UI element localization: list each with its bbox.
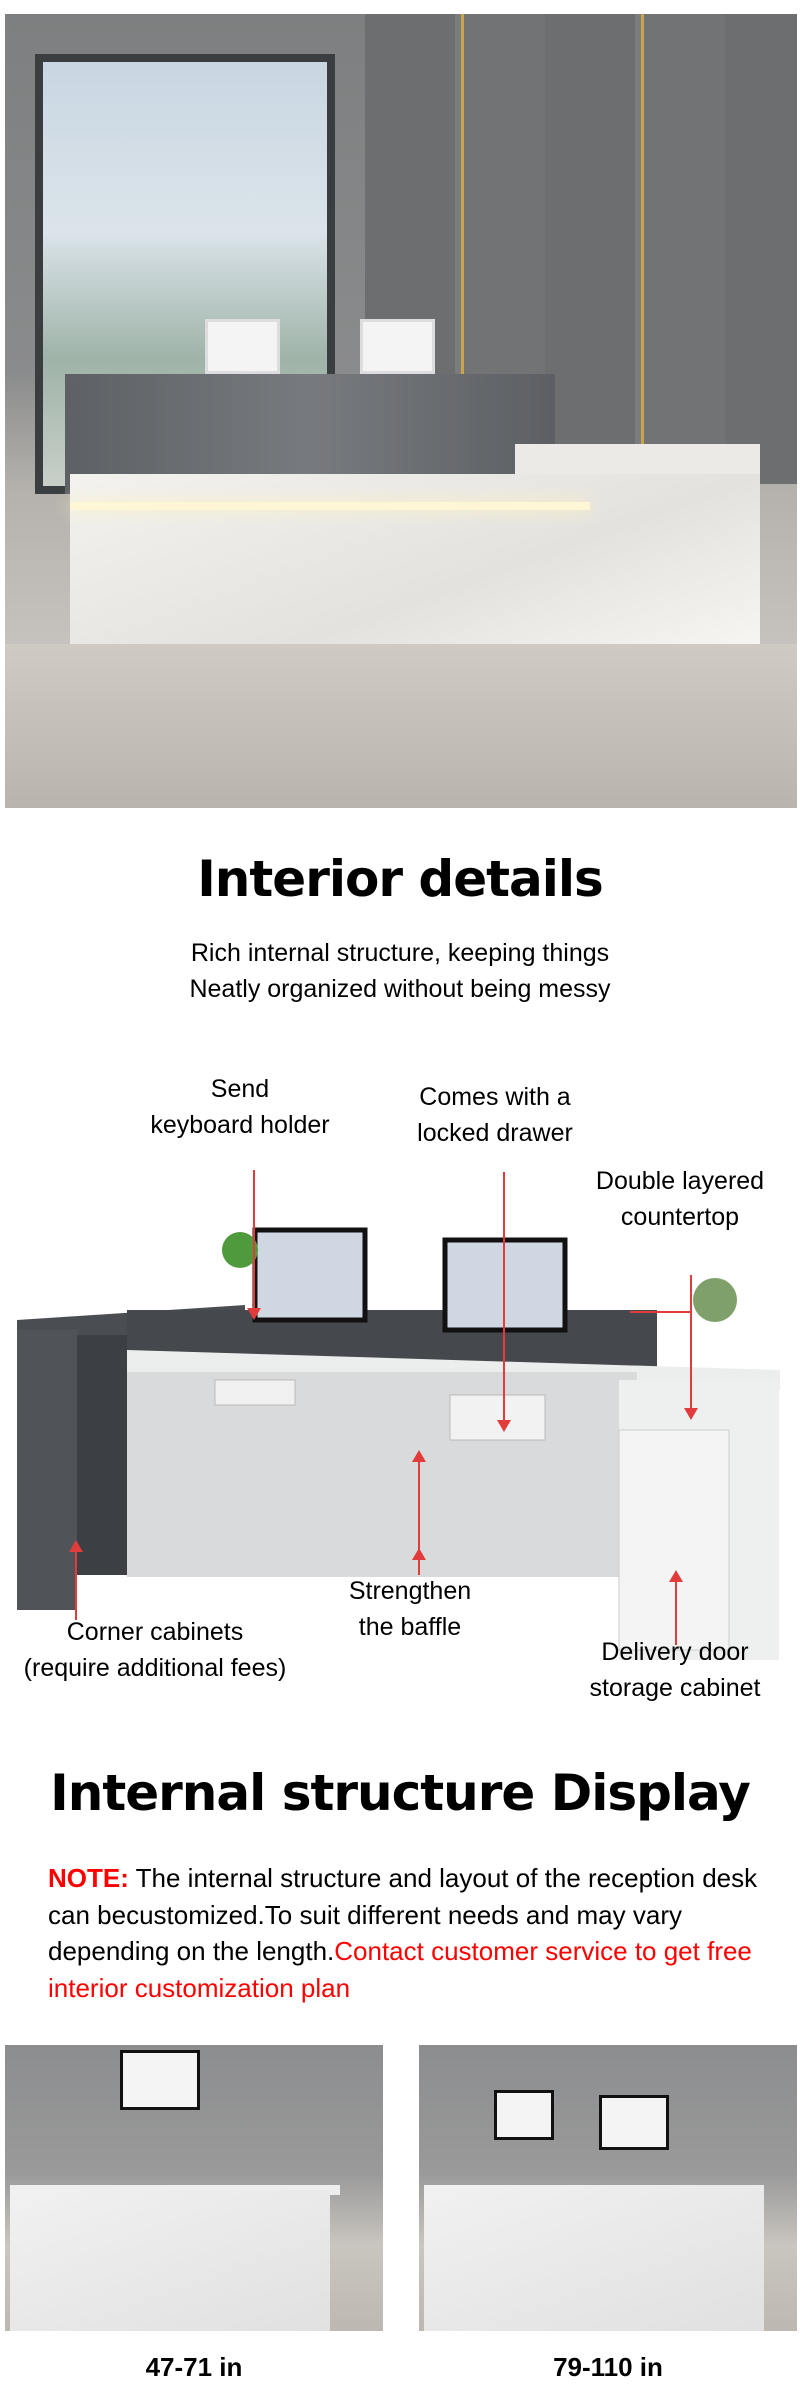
monitor <box>360 319 435 374</box>
keyboard-arrow <box>247 1170 261 1320</box>
label-drawer-2: locked drawer <box>417 1119 573 1147</box>
label-countertop-1: Double layered <box>595 1167 765 1195</box>
label-keyboard-1: Send <box>210 1075 270 1103</box>
size-caption-small: 47-71 in <box>145 2352 243 2382</box>
label-baffle-1: Strengthen <box>348 1577 472 1605</box>
floor <box>5 644 797 808</box>
label-corner-2: (require additional fees) <box>23 1654 287 1682</box>
size-photo-small <box>5 2045 383 2331</box>
note-cta: Contact customer service to get free int… <box>48 1936 752 2003</box>
countertop-arrow-horizontal <box>630 1311 690 1313</box>
note-text: The internal structure and layout of the… <box>48 1863 758 1966</box>
interior-title: Interior details <box>197 850 604 908</box>
label-delivery-1: Delivery door <box>601 1638 749 1666</box>
label-delivery-2: storage cabinet <box>589 1674 761 1702</box>
label-countertop-2: countertop <box>620 1203 740 1231</box>
countertop-arrow <box>684 1275 698 1420</box>
label-corner-1: Corner cabinets <box>66 1618 244 1646</box>
corner-cabinet <box>17 1330 77 1610</box>
size-caption-large: 79-110 in <box>553 2352 663 2382</box>
delivery-arrow <box>669 1570 683 1645</box>
drawer-arrow <box>497 1172 511 1432</box>
note-label: NOTE: <box>48 1863 129 1893</box>
led-strip <box>70 502 590 510</box>
label-keyboard-2: keyboard holder <box>150 1111 330 1139</box>
keyboard-tray <box>214 1379 296 1406</box>
baffle-arrow <box>412 1450 426 1575</box>
label-drawer-1: Comes with a <box>419 1083 571 1111</box>
structure-title: Internal structure Display <box>50 1764 751 1822</box>
hero-product-photo <box>5 14 797 808</box>
interior-subtitle-2: Neatly organized without being messy <box>189 975 611 1003</box>
white-marble-counter <box>70 474 760 644</box>
size-photo-large <box>419 2045 797 2331</box>
interior-subtitle-1: Rich internal structure, keeping things <box>190 939 610 967</box>
locked-drawer <box>449 1394 546 1441</box>
desk-illustration <box>17 1227 780 1660</box>
monitor <box>205 319 280 374</box>
label-baffle-2: the baffle <box>358 1613 462 1641</box>
structure-note: NOTE: The internal structure and layout … <box>48 1860 768 2006</box>
counter-top <box>515 444 760 474</box>
desk-diagram <box>15 1150 795 1660</box>
corner-arrow <box>69 1540 83 1620</box>
